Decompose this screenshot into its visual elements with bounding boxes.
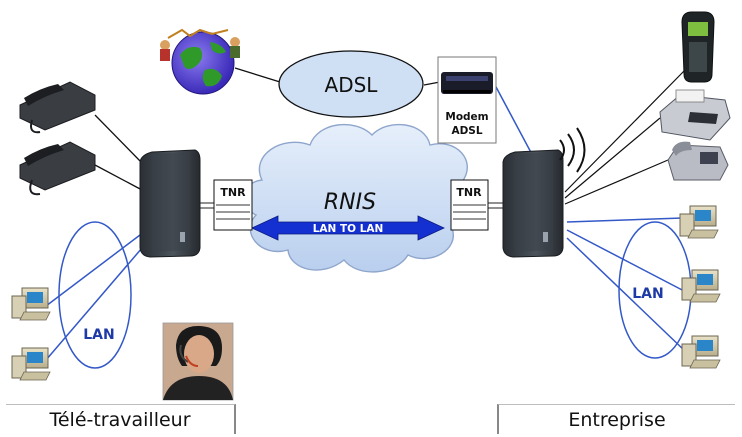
link-router-fax <box>564 117 661 199</box>
tnr-left: TNR <box>213 179 253 231</box>
lan-to-lan-arrow: LAN TO LAN <box>251 215 445 241</box>
link-modem-router-right <box>494 84 536 161</box>
modem-label-line2: ADSL <box>451 125 482 137</box>
rnis-label: RNIS <box>324 190 376 215</box>
link-router-left-pc1 <box>45 234 141 307</box>
mobile-phone-icon <box>681 11 715 83</box>
lan-to-lan-label: LAN TO LAN <box>313 223 384 235</box>
desk-phone-icon-left-2 <box>19 141 96 196</box>
fax-machine-icon <box>659 89 731 141</box>
link-router-pc3 <box>566 237 687 353</box>
router-right-icon <box>502 149 564 258</box>
link-router-deskphone <box>564 159 669 205</box>
left-site-label: Télé-travailleur <box>6 404 236 434</box>
link-phone2-router-left <box>94 164 143 191</box>
adsl-label: ADSL <box>325 73 379 97</box>
modem-label-line1: Modem <box>445 111 488 123</box>
lan-right-label: LAN <box>632 286 663 302</box>
desk-phone-icon-right <box>667 141 729 181</box>
computer-icon-right-3 <box>681 335 721 369</box>
link-globe-adsl <box>234 67 281 83</box>
lan-left-label: LAN <box>83 327 114 343</box>
adsl-network: ADSL <box>278 50 424 118</box>
computer-icon-left-1 <box>11 287 51 321</box>
lan-ellipse-left <box>58 221 132 369</box>
connection-lines <box>45 67 687 361</box>
link-router-left-pc2 <box>45 247 143 361</box>
computer-icon-left-2 <box>11 347 51 381</box>
modem-adsl: Modem ADSL <box>437 56 497 144</box>
link-router-pc2 <box>566 229 687 293</box>
tnr-left-label: TNR <box>220 186 246 199</box>
link-router-pc1 <box>566 217 684 223</box>
link-adsl-modem <box>423 81 441 86</box>
link-router-mobile <box>564 69 686 193</box>
router-left-icon <box>139 149 201 258</box>
desk-phone-icon-left-1 <box>19 81 96 134</box>
modem-icon <box>441 72 493 94</box>
right-site-label-text: Entreprise <box>568 408 666 431</box>
computer-icon-right-2 <box>681 269 721 303</box>
right-site-label: Entreprise <box>497 404 735 434</box>
globe-icon <box>160 28 240 95</box>
tnr-right-label: TNR <box>456 186 482 199</box>
operator-photo <box>162 322 234 401</box>
rnis-cloud: RNIS LAN TO LAN <box>242 123 475 273</box>
wireless-signal-icon <box>559 127 586 173</box>
link-phone1-router-left <box>94 114 143 164</box>
tnr-right: TNR <box>450 179 489 231</box>
left-site-label-text: Télé-travailleur <box>49 408 191 431</box>
computer-icon-right-1 <box>679 205 719 239</box>
